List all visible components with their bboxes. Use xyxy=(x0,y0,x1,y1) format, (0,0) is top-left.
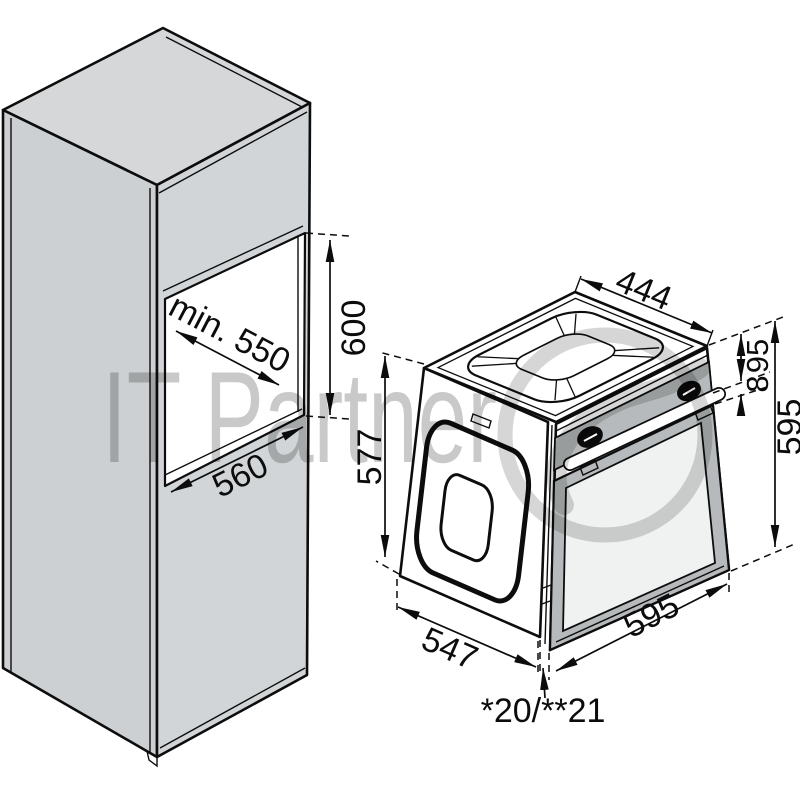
hinge-tick-1 xyxy=(542,584,552,589)
door-protrusion-label: *20/**21 xyxy=(481,692,606,730)
watermark-logo-swoosh xyxy=(546,358,710,515)
oven-side-latch-slot xyxy=(470,413,492,429)
oven-side-emboss xyxy=(413,414,532,608)
watermark-logo-ring xyxy=(497,327,713,543)
oven-height-right-label: 595 xyxy=(771,399,800,456)
door-protrusion-dimension: *20/**21 xyxy=(481,640,606,730)
door-overlap-label: 8 xyxy=(740,375,775,392)
recess-corner-lines xyxy=(465,311,667,403)
panel-height-dimension: 95 xyxy=(708,316,784,405)
control-knob-left xyxy=(577,426,603,448)
oven-height-dimension-right: 595 xyxy=(730,321,800,572)
oven-depth-label: 547 xyxy=(416,620,483,678)
oven-side-face xyxy=(398,366,550,639)
watermark: IT Partner xyxy=(102,327,713,543)
cabinet-plinth xyxy=(145,749,158,768)
niche-top-thickness-line xyxy=(162,225,304,292)
fascia-rim-line-1 xyxy=(555,354,709,432)
door-edge-strip-line xyxy=(544,424,553,645)
door-handle xyxy=(563,387,726,476)
control-knob-right xyxy=(677,380,701,402)
cabinet-front-edge-detail xyxy=(158,111,308,194)
cabinet-isometric: min. 550 560 600 xyxy=(1,26,373,768)
hinge-tick-2 xyxy=(541,600,551,605)
panel-height-label: 95 xyxy=(740,339,775,373)
watermark-text: IT Partner xyxy=(102,344,497,490)
oven-isometric: 444 95 8 595 577 547 xyxy=(351,261,800,729)
cabinet-bottom-edge-detail xyxy=(159,667,306,749)
oven-height-left-label: 577 xyxy=(351,429,389,486)
oven-height-dimension-left: 577 xyxy=(351,351,425,575)
oven-door-glass xyxy=(562,421,716,633)
niche-height-dimension: 600 xyxy=(305,232,373,420)
cabinet-top-edge-detail xyxy=(165,36,307,110)
door-overlap-dimension: 8 xyxy=(736,375,775,416)
niche-height-label: 600 xyxy=(335,300,373,357)
